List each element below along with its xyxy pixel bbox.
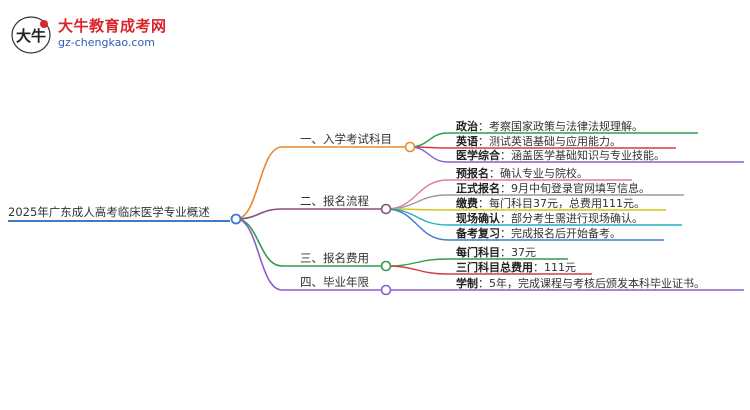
logo-url: gz-chengkao.com xyxy=(58,36,155,49)
branch-toggle-icon[interactable] xyxy=(404,141,416,153)
leaf-title: 政治 xyxy=(456,119,478,133)
leaf-title: 现场确认 xyxy=(456,211,501,225)
leaf-connector xyxy=(385,265,449,275)
leaf-title: 缴费 xyxy=(456,196,478,210)
leaf-title: 医学综合 xyxy=(456,148,501,162)
branch-connector xyxy=(235,146,283,220)
leaf-item: 医学综合：涵盖医学基础知识与专业技能。 xyxy=(456,148,665,162)
branch-connector xyxy=(235,208,283,220)
leaf-title: 三门科目总费用 xyxy=(456,260,533,274)
branch-connector xyxy=(235,218,283,291)
leaf-item: 备考复习：完成报名后开始备考。 xyxy=(455,226,621,240)
leaf-title: 备考复习 xyxy=(455,226,500,240)
leaf-connector xyxy=(385,208,449,226)
branch-toggle-icon[interactable] xyxy=(380,260,392,272)
leaf-text: ：5年，完成课程与考核后颁发本科毕业证书。 xyxy=(478,276,705,290)
branch-connector xyxy=(235,218,283,267)
leaf-title: 英语 xyxy=(455,134,478,148)
leaf-connector xyxy=(385,208,449,241)
leaf-item: 三门科目总费用：111元 xyxy=(456,260,576,274)
branch-label: 一、入学考试科目 xyxy=(300,132,392,146)
root-topic: 2025年广东成人高考临床医学专业概述 xyxy=(8,205,210,219)
branch-toggle-icon[interactable] xyxy=(380,203,392,215)
leaf-text: ：测试英语基础与应用能力。 xyxy=(478,134,621,148)
leaf-item: 正式报名：9月中旬登录官网填写信息。 xyxy=(456,181,650,195)
branch-label: 三、报名费用 xyxy=(300,251,369,265)
logo-title: 大牛教育成考网 xyxy=(58,17,167,35)
leaf-text: ：每门科目37元，总费用111元。 xyxy=(478,196,645,210)
leaf-item: 每门科目：37元 xyxy=(456,245,536,259)
leaf-connector xyxy=(409,146,449,163)
leaf-text: ：111元 xyxy=(533,261,576,274)
leaf-title: 每门科目 xyxy=(456,245,500,259)
leaf-text: ：考察国家政策与法律法规理解。 xyxy=(478,119,643,133)
leaf-connector xyxy=(385,258,449,267)
leaf-connector xyxy=(409,132,449,148)
branch-label: 二、报名流程 xyxy=(300,194,369,208)
leaf-text: ：部分考生需进行现场确认。 xyxy=(500,211,643,225)
leaf-item: 缴费：每门科目37元，总费用111元。 xyxy=(456,196,645,210)
root-toggle-icon[interactable] xyxy=(230,213,242,225)
leaf-text: ：完成报名后开始备考。 xyxy=(500,226,621,240)
leaf-item: 预报名：确认专业与院校。 xyxy=(456,166,588,180)
branch-toggle-icon[interactable] xyxy=(380,284,392,296)
leaf-text: ：涵盖医学基础知识与专业技能。 xyxy=(500,148,665,162)
leaf-connector xyxy=(385,179,449,210)
leaf-title: 预报名 xyxy=(456,166,489,180)
logo-mark-icon: 大牛 xyxy=(11,16,51,54)
leaf-item: 英语：测试英语基础与应用能力。 xyxy=(455,134,621,148)
leaf-text: ：9月中旬登录官网填写信息。 xyxy=(500,181,650,195)
branch-label: 四、毕业年限 xyxy=(300,275,369,289)
leaf-title: 学制 xyxy=(456,276,478,290)
leaf-item: 现场确认：部分考生需进行现场确认。 xyxy=(456,211,643,225)
leaf-item: 学制：5年，完成课程与考核后颁发本科毕业证书。 xyxy=(456,276,705,290)
leaf-text: ：37元 xyxy=(500,246,536,259)
site-logo[interactable]: 大牛 大牛教育成考网 gz-chengkao.com xyxy=(10,12,180,56)
leaf-connector xyxy=(385,194,449,210)
leaf-item: 政治：考察国家政策与法律法规理解。 xyxy=(456,119,643,133)
leaf-text: ：确认专业与院校。 xyxy=(489,166,588,180)
logo-mark-text: 大牛 xyxy=(16,27,46,45)
leaf-title: 正式报名 xyxy=(456,181,500,195)
